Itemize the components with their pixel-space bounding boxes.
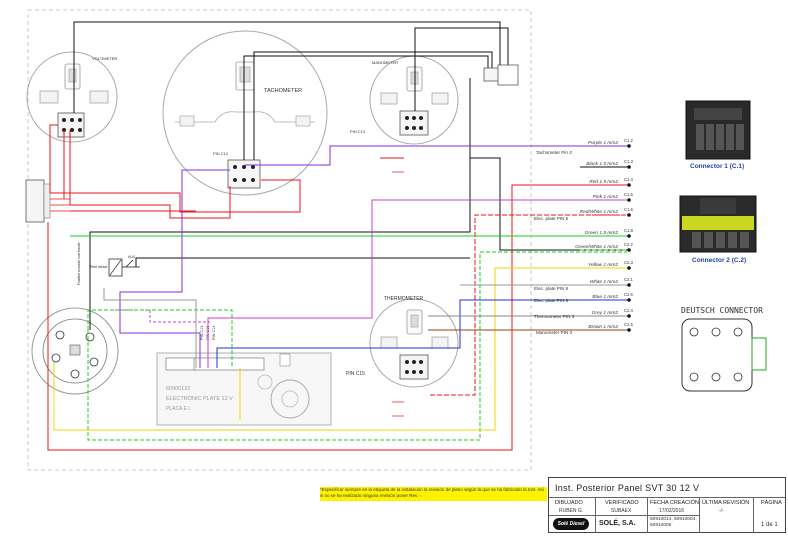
wire-label: Purple 1 mm2 [588, 140, 618, 146]
relay: Relé diesel AUX [90, 255, 140, 277]
wires [47, 21, 627, 451]
title-block: Inst. Posterior Panel SVT 30 12 V DIBUJA… [548, 477, 786, 533]
wire-label: Red 1.5 mm2 [589, 179, 618, 185]
wire-code: C2.4 [624, 308, 634, 313]
svg-text:Elec. plate PIN 6: Elec. plate PIN 6 [534, 286, 569, 291]
panel-outline [27, 9, 532, 471]
wire-terminal [627, 314, 631, 318]
creation-date: 17/02/2016 [659, 508, 685, 514]
harness-connector [25, 179, 70, 223]
plate-name: ELECTRONIC PLATE 12 V [166, 396, 233, 402]
wire-terminal [627, 234, 631, 238]
svg-text:Manometer PIN 3: Manometer PIN 3 [536, 330, 572, 335]
wire-code: C1.5 [624, 192, 634, 197]
wire-terminal [627, 248, 631, 252]
wire-code: C1.3 [624, 159, 634, 164]
header-verified: VERIFICADO [605, 500, 639, 506]
wire-terminal [627, 198, 631, 202]
revision-note: *Especificar siempre en la etiqueta de l… [320, 487, 547, 501]
pin-c15-label: PIN C15 [346, 371, 365, 377]
wire-label: Blue 1 mm2 [592, 294, 618, 300]
tachometer-gauge: TACHOMETER PIN C12 [162, 30, 328, 196]
connector-1-caption: Connector 1 (C.1) [690, 163, 745, 170]
plate-code: 60900122 [166, 386, 190, 392]
svg-text:Thermometer PIN 3: Thermometer PIN 3 [534, 314, 575, 319]
wire-terminal [627, 328, 631, 332]
connector-2-caption: Connector 2 (C.2) [692, 257, 747, 264]
wire-label: Yellow 1 mm2 [588, 262, 618, 268]
wire-code: C2.1 [624, 277, 634, 282]
wire-terminal [627, 165, 631, 169]
wire-code: C2.2 [624, 242, 634, 247]
wire-code: C2.6 [624, 292, 634, 297]
wire-label: Pink 1 mm2 [593, 194, 619, 200]
deutsch-connector [681, 318, 767, 392]
fuse-label: Fusible mando con tende [77, 242, 81, 285]
wire-code: C1.6 [624, 207, 634, 212]
svg-text:PIN C13: PIN C13 [200, 326, 204, 340]
page-number: 1 de 1 [761, 522, 778, 528]
wire-terminal [627, 298, 631, 302]
wire-terminal [627, 283, 631, 287]
destination-labels: Tachometer Pin 3 Elec. plate PIN 5 Elec.… [534, 150, 575, 335]
voltmeter-gauge: VOLTIMETER [26, 51, 118, 143]
electronic-plate: 60900122 ELECTRONIC PLATE 12 V PLACA E.I… [156, 352, 332, 426]
drawn-by: RUBEN G. [559, 508, 584, 514]
wire-terminal [627, 144, 631, 148]
verified-by: SUBAEX [611, 508, 632, 514]
header-drawn: DIBUJADO [555, 500, 583, 506]
ignition-switch [31, 307, 119, 395]
wire-terminal [627, 266, 631, 270]
svg-text:Tachometer Pin 3: Tachometer Pin 3 [536, 150, 572, 155]
deutsch-connector-label: DEUTSCH CONNECTOR [681, 306, 763, 315]
aux-label: AUX [128, 255, 136, 259]
sole-diesel-logo: Solé Diesel [553, 518, 589, 530]
wire-label: Brown 1 mm2 [588, 324, 618, 330]
connector-1-image [685, 100, 751, 160]
svg-text:Elec. plate PIN 5: Elec. plate PIN 5 [534, 216, 569, 221]
voltmeter-label: VOLTIMETER [92, 56, 117, 61]
manometer-label: MANOMETER [372, 60, 398, 65]
header-page: PÁGINA [761, 500, 782, 506]
wire-label: Grey 1 mm2 [592, 310, 619, 316]
pin-c13-label: PIN C13 [350, 129, 366, 134]
wire-code: C2.3 [624, 260, 634, 265]
company-name: SOLÉ, S.A. [599, 520, 636, 527]
wire-label: Green 1.5 mm2 [585, 230, 619, 236]
wire-terminal [627, 183, 631, 187]
wire-label: Green/White 1 mm2 [575, 244, 618, 250]
wire-terminal [627, 213, 631, 217]
wire-label: Black 1.5 mm2 [586, 161, 618, 167]
header-date: FECHA CREACIÓN [650, 500, 699, 506]
wire-code: C1.2 [624, 138, 634, 143]
wire-label: White 1 mm2 [590, 279, 619, 285]
relay-label: Relé diesel [90, 265, 108, 269]
wire-code: C2.5 [624, 322, 634, 327]
splice-connector [483, 64, 519, 86]
wire-code: C1.4 [624, 177, 634, 182]
svg-text:Elec. plate PIN 6: Elec. plate PIN 6 [534, 298, 569, 303]
thermometer-label: THERMOMETER [384, 296, 424, 302]
last-revision: -/- [719, 508, 724, 514]
tachometer-label: TACHOMETER [264, 88, 302, 94]
header-revision: ÚLTIMA REVISIÓN [702, 500, 750, 506]
wire-label: Red/White 1 mm2 [580, 209, 619, 215]
connector-2-image [679, 195, 757, 253]
thermometer-gauge: THERMOMETER PIN C15 [346, 296, 459, 417]
svg-text:PIN C14: PIN C14 [212, 326, 216, 340]
drawing-title: Inst. Posterior Panel SVT 30 12 V [555, 483, 700, 493]
part-codes: 60910014, 60910004, 60910006 [650, 517, 697, 528]
pin-c12-label: PIN C12 [213, 151, 229, 156]
manometer-gauge: MANOMETER PIN C13 [350, 55, 459, 173]
wire-code: C1.8 [624, 228, 634, 233]
plate-name-es: PLACA E.I. [166, 406, 191, 412]
